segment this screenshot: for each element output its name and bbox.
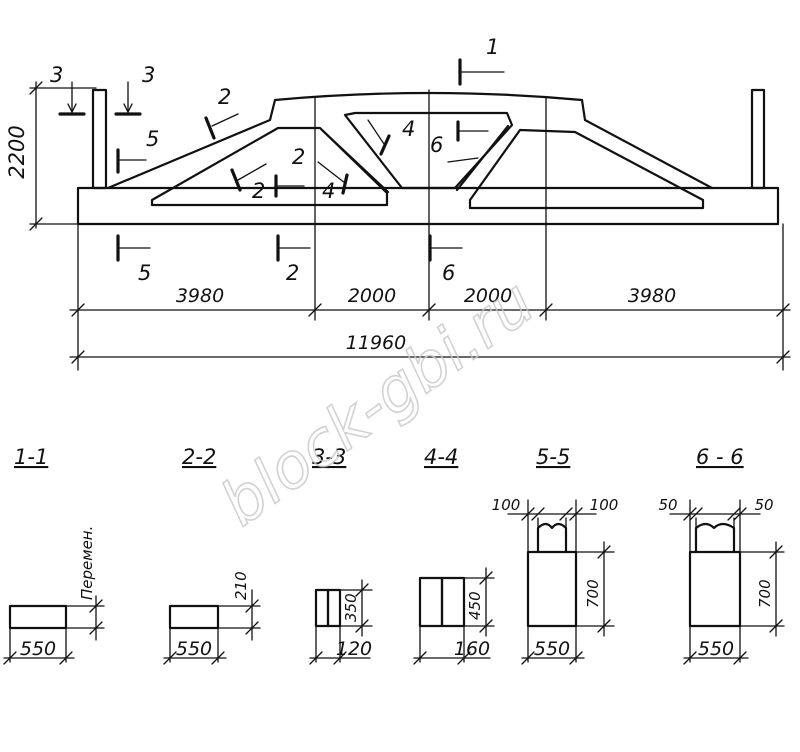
section-6-6-offset-left: 50 [658, 496, 677, 514]
dim-3980-right: 3980 [628, 285, 676, 307]
mark-1: 1 [486, 35, 499, 59]
diagonal-right [455, 124, 510, 192]
section-3-3-height: 350 [342, 593, 360, 622]
section-2-2-height: 210 [232, 571, 250, 600]
section-4-4: 4-4 160 450 [413, 445, 495, 665]
mark-5-top: 5 [146, 127, 159, 151]
mark-3b: 3 [142, 63, 155, 87]
mark-6a: 6 [430, 133, 443, 157]
height-dimension-label: 2200 [5, 125, 29, 178]
section-6-6-height: 700 [756, 579, 774, 608]
diagonal-left [320, 128, 390, 194]
section-3-3-width: 120 [336, 638, 372, 660]
section-1-1-note: Перемен. [78, 526, 96, 600]
mark-4a: 4 [402, 117, 415, 141]
section-markers [58, 58, 505, 262]
opening-left [150, 126, 389, 207]
mark-4b: 4 [322, 179, 335, 203]
section-6-6-title: 6 - 6 [696, 445, 744, 469]
section-5-5-offset-right: 100 [590, 496, 619, 514]
left-column [91, 88, 108, 190]
section-5-5-width: 550 [534, 638, 570, 660]
dim-total: 11960 [346, 332, 406, 354]
section-2-2-title: 2-2 [182, 445, 216, 469]
section-1-1-title: 1-1 [14, 445, 48, 469]
section-6-6-offset-right: 50 [754, 496, 773, 514]
right-column [750, 88, 766, 190]
section-6-6-width: 550 [698, 638, 734, 660]
section-2-2-width: 550 [176, 638, 212, 660]
section-6-6: 6 - 6 50 50 550 700 [658, 445, 785, 665]
opening-right [468, 128, 705, 210]
dim-3980-left: 3980 [176, 285, 224, 307]
section-3-3: 3-3 120 350 [309, 445, 373, 665]
mark-2b: 2 [292, 145, 305, 169]
mark-2-top: 2 [218, 85, 231, 109]
section-5-5-offset-left: 100 [492, 496, 521, 514]
section-5-5-title: 5-5 [536, 445, 570, 469]
section-2-2: 2-2 550 210 [163, 445, 261, 665]
section-4-4-width: 160 [454, 638, 490, 660]
mark-2-bottom: 2 [286, 261, 299, 285]
truss-elevation [76, 88, 780, 226]
elevation-labels: 2200 3 3 2 5 1 4 6 2 2 4 5 2 6 3980 2000… [5, 35, 676, 354]
mark-6-bottom: 6 [442, 261, 455, 285]
section-1-1: 1-1 550 Перемен. [3, 445, 105, 665]
mark-2c: 2 [252, 179, 265, 203]
section-5-5: 5-5 100 100 550 700 [492, 445, 619, 665]
section-5-5-height: 700 [584, 579, 602, 608]
section-1-1-width: 550 [20, 638, 56, 660]
dim-2000-left: 2000 [348, 285, 396, 307]
dimension-lines [29, 81, 791, 371]
section-4-4-title: 4-4 [424, 445, 458, 469]
opening-center [343, 111, 514, 190]
section-3-3-title: 3-3 [312, 445, 346, 469]
mark-5-bottom: 5 [138, 261, 151, 285]
mark-3a: 3 [50, 63, 63, 87]
section-4-4-height: 450 [466, 591, 484, 620]
dim-2000-right: 2000 [464, 285, 512, 307]
